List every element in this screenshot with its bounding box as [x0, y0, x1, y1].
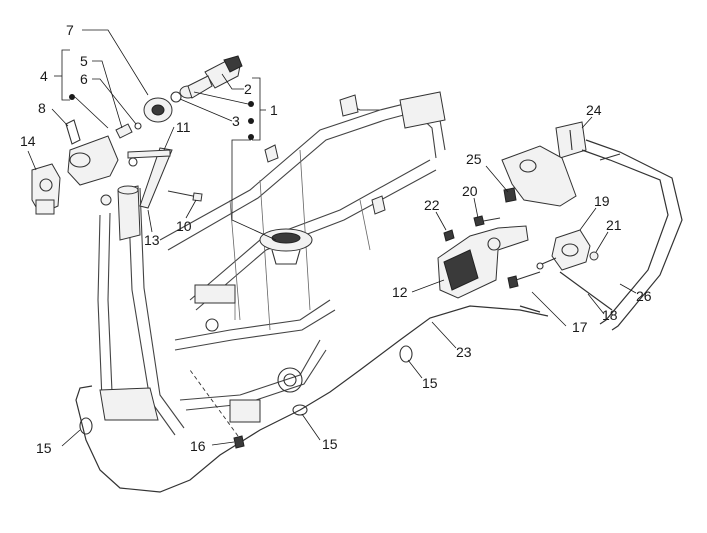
callout-22: 22 — [424, 197, 440, 213]
ignition-lock-group — [31, 55, 243, 215]
callout-4: 4 — [40, 68, 48, 84]
callout-19: 19 — [594, 193, 610, 209]
callout-11: 11 — [176, 119, 191, 135]
callout-6: 6 — [80, 71, 88, 87]
callout-18: 18 — [602, 307, 618, 323]
callout-26: 26 — [636, 288, 652, 304]
cables — [75, 139, 683, 493]
callout-12: 12 — [392, 284, 408, 300]
callout-labels: 7 5 4 6 8 14 2 1 3 11 10 13 24 25 20 19 … — [20, 22, 652, 456]
callout-15-middle: 15 — [322, 436, 338, 452]
callout-15-rear: 15 — [422, 375, 438, 391]
callout-23: 23 — [456, 344, 472, 360]
callout-20: 20 — [462, 183, 478, 199]
callout-16: 16 — [190, 438, 206, 454]
callout-21: 21 — [606, 217, 622, 233]
callout-5: 5 — [80, 53, 88, 69]
callout-24: 24 — [586, 102, 602, 118]
callout-3: 3 — [232, 113, 240, 129]
callout-2: 2 — [244, 81, 252, 97]
callout-17: 17 — [572, 319, 588, 335]
seat-lock-assembly — [437, 121, 599, 299]
callout-13: 13 — [144, 232, 160, 248]
callout-7: 7 — [66, 22, 74, 38]
chassis-frame — [97, 91, 446, 436]
fuel-cap — [259, 228, 313, 265]
leader-lines — [27, 29, 637, 447]
callout-14: 14 — [20, 133, 36, 149]
callout-10: 10 — [176, 218, 192, 234]
callout-8: 8 — [38, 100, 46, 116]
callout-25: 25 — [466, 151, 482, 167]
callout-1: 1 — [270, 102, 278, 118]
callout-15-front: 15 — [36, 440, 52, 456]
